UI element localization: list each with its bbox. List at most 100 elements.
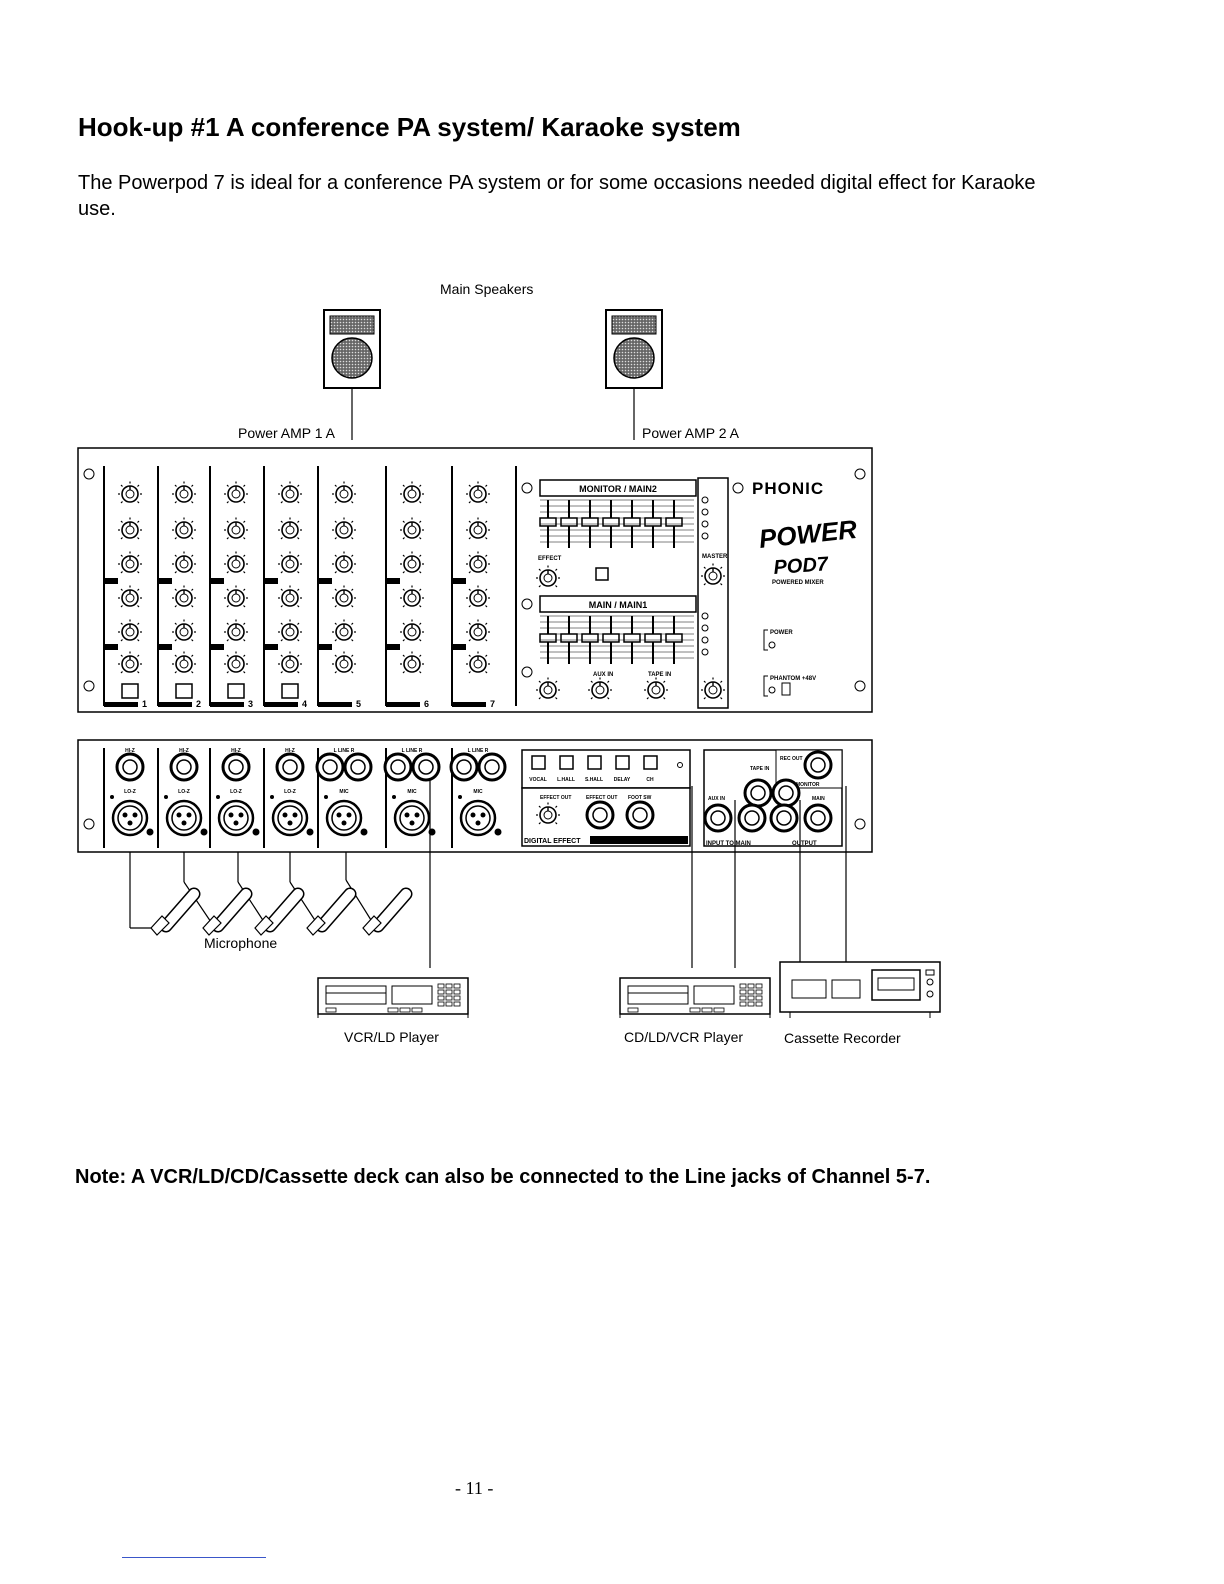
- line-jack-icon[interactable]: [383, 752, 413, 782]
- xlr-jack-icon[interactable]: [165, 799, 203, 837]
- line-jack-icon[interactable]: [343, 752, 373, 782]
- microphone-icon: [151, 894, 194, 935]
- effect-preset-button[interactable]: [531, 755, 546, 770]
- note: Note: A VCR/LD/CD/Cassette deck can also…: [75, 1166, 931, 1188]
- graphic-eq-monitor: [539, 499, 694, 548]
- channel-button[interactable]: [281, 683, 299, 699]
- jack-bottom-label: LO-Z: [178, 789, 190, 795]
- input-jacks: HI-Z LO-Z HI-Z LO-Z HI-Z LO-Z HI-Z LO-Z L LINE R…: [103, 748, 507, 848]
- jack-top-label: L LINE R: [468, 748, 489, 754]
- foot-sw-label: FOOT SW: [628, 795, 652, 801]
- rec-out-label: REC OUT: [780, 756, 803, 762]
- intro-paragraph: The Powerpod 7 is ideal for a conference…: [78, 172, 1036, 220]
- microphone-icon: [363, 894, 406, 935]
- jack-bottom-label: LO-Z: [124, 789, 136, 795]
- tape-in-jack-label: TAPE IN: [750, 766, 770, 772]
- product-logo-line2: POD7: [773, 553, 830, 579]
- aux-in-label: AUX IN: [593, 672, 613, 678]
- tape-in-label: TAPE IN: [648, 672, 671, 678]
- output-label: OUTPUT: [792, 841, 817, 847]
- channel-number: 6: [424, 699, 429, 709]
- footer-rule: [122, 1557, 266, 1558]
- jack-top-label: HI-Z: [231, 748, 241, 754]
- jack-bottom-label: MIC: [473, 789, 483, 795]
- channel-button[interactable]: [121, 683, 139, 699]
- input-channel: L LINE R MIC: [449, 748, 507, 848]
- master-label: MASTER: [702, 554, 728, 560]
- xlr-jack-icon[interactable]: [325, 799, 363, 837]
- power-label: POWER: [770, 630, 793, 636]
- speaker-icon: [605, 309, 663, 440]
- xlr-jack-icon[interactable]: [271, 799, 309, 837]
- channel-strip: 4: [263, 466, 307, 709]
- monitor-main2-label: MONITOR / MAIN2: [579, 484, 657, 494]
- graphic-eq-main: [539, 615, 694, 664]
- effect-preset-button[interactable]: [615, 755, 630, 770]
- line-jack-icon[interactable]: [411, 752, 441, 782]
- channel-strip: 3: [209, 466, 253, 709]
- line-jack-icon[interactable]: [115, 752, 145, 782]
- channel-strip: 1: [103, 466, 147, 709]
- microphone-icon: [203, 894, 246, 935]
- vcr-ld-player-icon: [317, 977, 469, 1019]
- xlr-jack-icon[interactable]: [459, 799, 497, 837]
- jack-bottom-label: LO-Z: [284, 789, 296, 795]
- xlr-jack-icon[interactable]: [217, 799, 255, 837]
- effect-preset-label: VOCAL: [529, 777, 547, 783]
- jack-top-label: HI-Z: [285, 748, 295, 754]
- effect-label: EFFECT: [538, 556, 562, 562]
- input-channel: HI-Z LO-Z: [263, 748, 314, 848]
- channel-strip: 5: [317, 466, 361, 709]
- channel-strip: 2: [157, 466, 201, 709]
- effect-preset-label: L.HALL: [557, 777, 575, 783]
- effect-preset-button[interactable]: [587, 755, 602, 770]
- jack-bottom-label: LO-Z: [230, 789, 242, 795]
- cd-ld-vcr-player-label: CD/LD/VCR Player: [624, 1029, 743, 1045]
- jack-top-label: HI-Z: [179, 748, 189, 754]
- main-jack-label: MAIN: [812, 796, 825, 802]
- amp1-label: Power AMP 1 A: [238, 425, 336, 441]
- page-number: - 11 -: [455, 1478, 494, 1498]
- main-speakers-label: Main Speakers: [440, 281, 533, 297]
- channel-strip: 7: [451, 466, 495, 709]
- input-channel: HI-Z LO-Z: [209, 748, 260, 848]
- channel-number: 7: [490, 699, 495, 709]
- digital-effect-label: DIGITAL EFFECT: [524, 838, 581, 845]
- effect-preset-label: CH: [646, 777, 654, 783]
- effect-preset-label: S.HALL: [585, 777, 603, 783]
- main-main1-label: MAIN / MAIN1: [589, 600, 648, 610]
- channel-number: 3: [248, 699, 253, 709]
- effect-preset-button[interactable]: [559, 755, 574, 770]
- jack-top-label: L LINE R: [402, 748, 423, 754]
- channel-button[interactable]: [227, 683, 245, 699]
- page-title: Hook-up #1 A conference PA system/ Karao…: [78, 112, 741, 142]
- line-jack-icon[interactable]: [315, 752, 345, 782]
- cassette-recorder-icon: [779, 961, 941, 1018]
- effect-preset-button[interactable]: [643, 755, 658, 770]
- channel-number: 2: [196, 699, 201, 709]
- channel-strip: 6: [385, 466, 429, 709]
- channel-number: 4: [302, 699, 307, 709]
- effect-preset-label: DELAY: [614, 777, 631, 783]
- line-jack-icon[interactable]: [477, 752, 507, 782]
- line-jack-icon[interactable]: [169, 752, 199, 782]
- microphone-icon: [307, 894, 350, 935]
- xlr-jack-icon[interactable]: [111, 799, 149, 837]
- xlr-jack-icon[interactable]: [393, 799, 431, 837]
- effect-out-label-2: EFFECT OUT: [586, 795, 617, 801]
- vcr-ld-player-label: VCR/LD Player: [344, 1029, 439, 1045]
- jack-top-label: HI-Z: [125, 748, 135, 754]
- brand-logo: PHONIC: [752, 479, 824, 498]
- line-jack-icon[interactable]: [275, 752, 305, 782]
- input-to-main-label: INPUT TO MAIN: [706, 841, 751, 847]
- cassette-recorder-label: Cassette Recorder: [784, 1030, 901, 1046]
- channel-button[interactable]: [175, 683, 193, 699]
- microphone-label: Microphone: [204, 935, 277, 951]
- line-jack-icon[interactable]: [449, 752, 479, 782]
- jack-bottom-label: MIC: [407, 789, 417, 795]
- line-jack-icon[interactable]: [221, 752, 251, 782]
